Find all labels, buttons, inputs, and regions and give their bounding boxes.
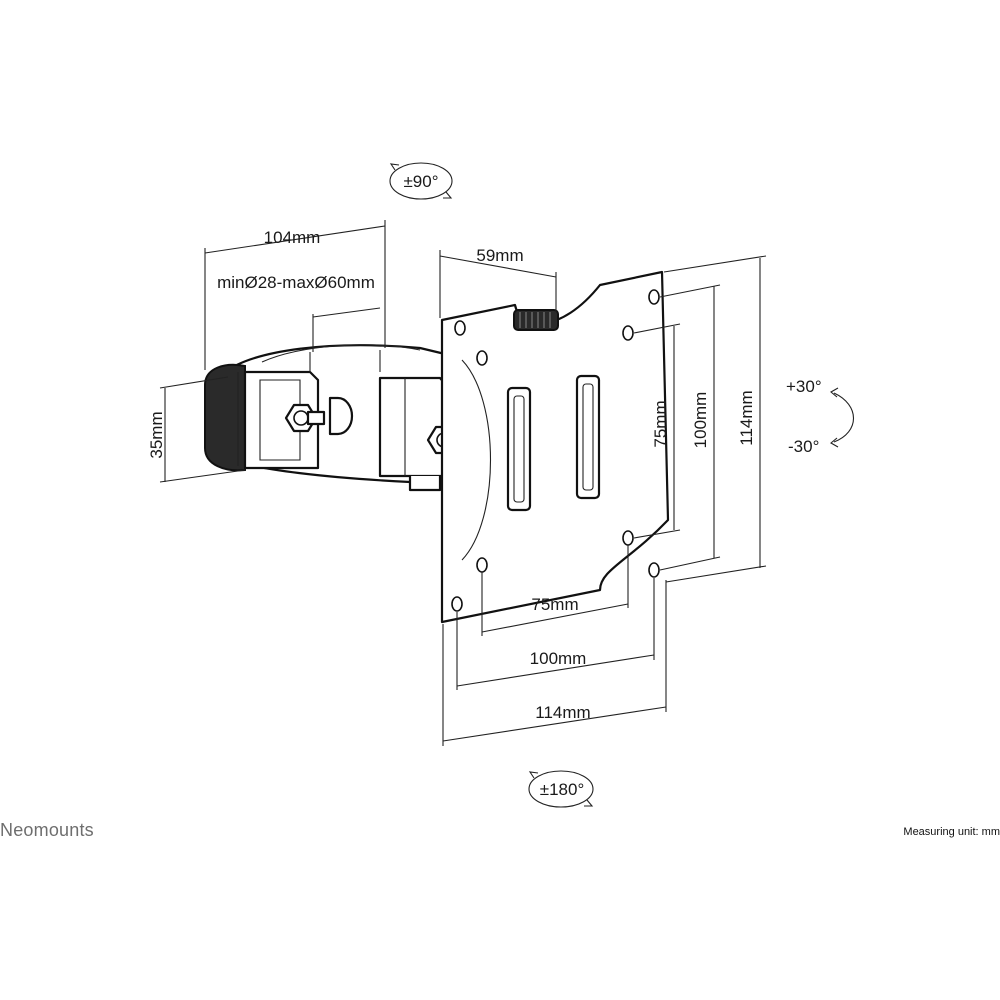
hole-tl-75 — [476, 350, 488, 366]
hole-tr-75 — [622, 325, 634, 341]
tilt-arc-icon — [833, 392, 855, 443]
thumb-screw — [513, 309, 559, 331]
vesa-h-mid-label: 100mm — [530, 649, 587, 668]
measuring-unit-note: Measuring unit: mm — [903, 826, 1000, 838]
vesa-v-mid-label: 100mm — [691, 392, 710, 449]
tilt-up-label: +30° — [786, 377, 822, 396]
vesa-plate — [440, 270, 670, 624]
dimension-104mm: 104mm — [204, 220, 386, 370]
hole-tr-114 — [648, 289, 660, 305]
brand-logo-text: Neomounts — [0, 820, 94, 840]
vesa-v-small-label: 75mm — [651, 400, 670, 447]
clamp-assembly — [204, 344, 472, 492]
plate-slot-right — [575, 374, 601, 500]
tilt-indicator: +30° -30° — [786, 377, 855, 456]
vesa-h-large-label: 114mm — [535, 703, 590, 722]
arm-length-label: 104mm — [264, 228, 321, 247]
dimension-horizontal-114mm: 114mm — [442, 580, 667, 746]
clamp-height-label: 35mm — [147, 411, 166, 458]
hole-br-75 — [622, 530, 634, 546]
hole-tl-114 — [454, 320, 466, 336]
clamp-ring — [204, 363, 246, 472]
tilt-down-label: -30° — [788, 437, 819, 456]
vesa-h-small-label: 75mm — [531, 595, 578, 614]
plate-slot-left — [506, 386, 532, 512]
dimension-59mm: 59mm — [439, 246, 557, 318]
dimension-clamp-range: minØ28-maxØ60mm — [217, 273, 381, 352]
rotate-label: ±180° — [540, 780, 585, 799]
hole-bl-75 — [476, 557, 488, 573]
rotate-indicator: ±180° — [528, 770, 594, 808]
dimension-35mm: 35mm — [147, 376, 246, 483]
vesa-v-large-label: 114mm — [737, 390, 756, 445]
clamp-range-label: minØ28-maxØ60mm — [217, 273, 375, 292]
hole-bl-114 — [451, 596, 463, 612]
latch — [328, 396, 354, 436]
swivel-rotation-icon — [389, 162, 453, 200]
dimension-horizontal-75mm: 75mm — [481, 545, 629, 636]
hole-br-114 — [648, 562, 660, 578]
rotate-rotation-icon — [528, 770, 594, 808]
tension-bolt — [306, 410, 326, 426]
swivel-label: ±90° — [403, 172, 438, 191]
swivel-indicator: ±90° — [389, 162, 453, 200]
plate-offset-label: 59mm — [476, 246, 523, 265]
dimension-vertical-75mm: 75mm — [633, 323, 681, 539]
dimension-vertical-100mm: 100mm — [659, 284, 721, 571]
dimension-horizontal-100mm: 100mm — [456, 578, 655, 690]
dimension-vertical-114mm: 114mm — [663, 255, 767, 583]
